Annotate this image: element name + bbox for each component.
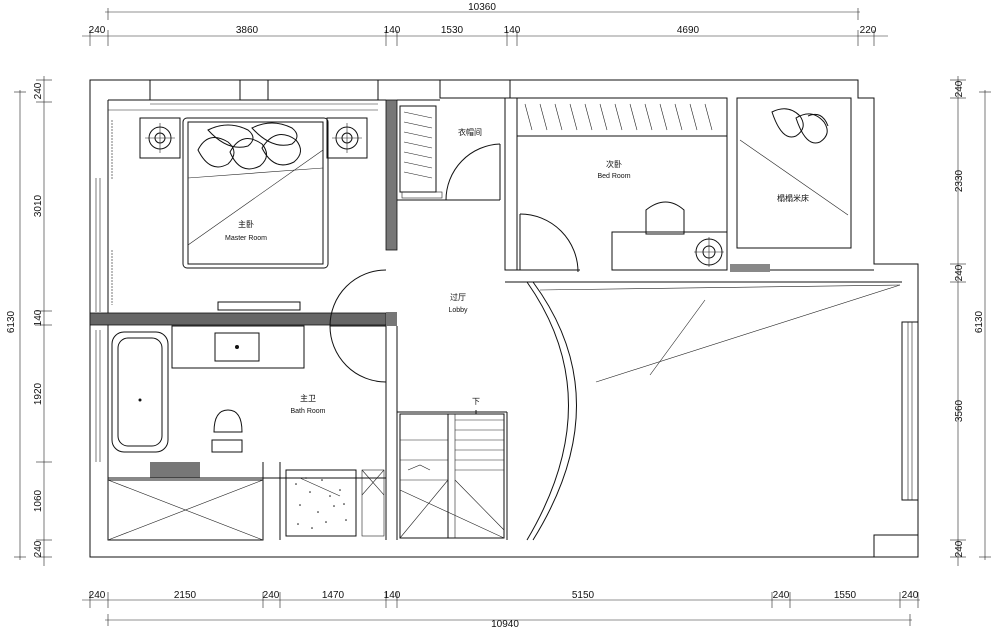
right-total-label: 6130 <box>974 310 985 333</box>
left-seg-3: 140 <box>33 309 44 326</box>
right-total-dimension: 6130 <box>974 90 991 560</box>
bath-room: 主卫 Bath Room <box>107 325 385 541</box>
master-room-cn: 主卧 <box>238 219 254 229</box>
vanity <box>171 325 305 369</box>
bathtub <box>111 331 169 453</box>
bath-room-cn: 主卫 <box>300 393 316 403</box>
desk <box>611 231 728 271</box>
bottom-seg-4: 1470 <box>322 590 345 601</box>
bottom-segment-dimension: 240 2150 240 1470 140 5150 240 1550 240 <box>82 590 920 608</box>
top-seg-4: 1530 <box>441 25 464 36</box>
left-total-label: 6130 <box>6 310 17 333</box>
closet-hangers <box>403 111 433 179</box>
tatami-area: 榻榻米床 <box>736 97 852 249</box>
right-segment-dimension: 240 2330 240 3560 240 <box>950 76 966 566</box>
bottom-seg-3: 240 <box>263 590 280 601</box>
right-seg-1: 240 <box>954 80 965 97</box>
bottom-seg-6: 5150 <box>572 590 595 601</box>
top-seg-7: 220 <box>860 25 877 36</box>
lobby: 过厅 Lobby <box>329 269 901 541</box>
right-seg-4: 3560 <box>954 399 965 422</box>
staircase: 下 <box>399 397 505 539</box>
stair-down-label: 下 <box>472 397 480 406</box>
top-total-dimension: 10360 <box>105 2 860 20</box>
shower-tray-texture <box>295 477 347 529</box>
bed-pillows <box>197 122 301 170</box>
second-bedroom: 次卧 Bed Room <box>516 97 728 273</box>
left-total-dimension: 6130 <box>6 90 26 560</box>
master-room: 主卧 Master Room <box>111 117 368 311</box>
bottom-seg-5: 140 <box>384 590 401 601</box>
right-seg-3: 240 <box>954 264 965 281</box>
second-room-cn: 次卧 <box>606 159 622 169</box>
left-seg-2: 3010 <box>33 194 44 217</box>
walk-in-closet: 衣帽间 <box>399 105 501 201</box>
left-segment-dimension: 240 3010 140 1920 1060 240 <box>33 76 52 566</box>
master-bed <box>182 117 329 269</box>
top-seg-2: 3860 <box>236 25 259 36</box>
top-segment-dimension: 240 3860 140 1530 140 4690 220 <box>82 25 888 46</box>
bath-room-en: Bath Room <box>290 408 325 415</box>
lobby-en: Lobby <box>448 307 468 314</box>
bottom-seg-9: 240 <box>902 590 919 601</box>
right-seg-2: 2330 <box>954 169 965 192</box>
top-total-label: 10360 <box>468 2 496 13</box>
top-seg-1: 240 <box>89 25 106 36</box>
left-seg-6: 240 <box>33 540 44 557</box>
bottom-seg-1: 240 <box>89 590 106 601</box>
bottom-total-dimension: 10940 <box>105 614 912 630</box>
lobby-cn: 过厅 <box>450 292 466 302</box>
desk-lamp <box>694 237 724 267</box>
top-seg-3: 140 <box>384 25 401 36</box>
bottom-seg-8: 1550 <box>834 590 857 601</box>
tatami-cn: 榻榻米床 <box>777 193 809 203</box>
toilet <box>211 409 243 453</box>
bottom-seg-2: 2150 <box>174 590 197 601</box>
nightstand-left <box>139 117 181 159</box>
bottom-total-label: 10940 <box>491 619 519 630</box>
shower-tray <box>285 469 357 537</box>
desk-chair <box>645 201 685 235</box>
second-room-en: Bed Room <box>597 173 630 180</box>
left-seg-1: 240 <box>33 82 44 99</box>
master-room-en: Master Room <box>225 235 267 242</box>
nightstand-right <box>326 117 368 159</box>
wardrobe-hangers <box>524 103 713 131</box>
left-seg-4: 1920 <box>33 382 44 405</box>
left-seg-5: 1060 <box>33 489 44 512</box>
closet-cn: 衣帽间 <box>458 127 482 137</box>
top-seg-5: 140 <box>504 25 521 36</box>
right-seg-5: 240 <box>954 540 965 557</box>
interior-walls <box>89 97 902 540</box>
top-seg-6: 4690 <box>677 25 700 36</box>
bottom-seg-7: 240 <box>773 590 790 601</box>
tatami-bed <box>736 97 852 249</box>
